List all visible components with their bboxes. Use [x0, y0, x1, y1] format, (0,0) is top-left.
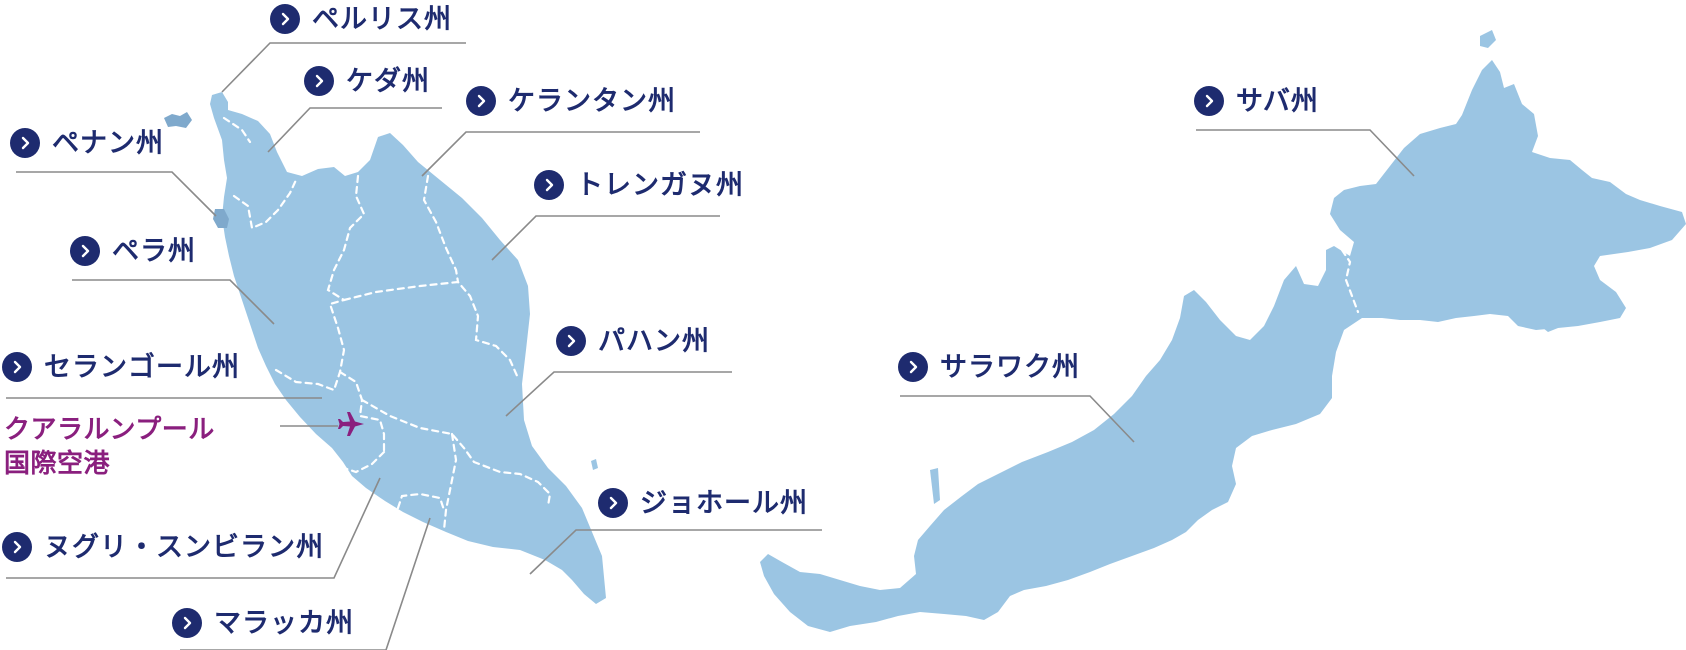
- state-label: セランゴール州: [44, 351, 240, 383]
- chevron-right-circle-icon: [1194, 86, 1224, 116]
- state-link-penang[interactable]: ペナン州: [10, 128, 164, 158]
- borneo-malaysia: [760, 60, 1686, 632]
- leader-line-kelantan: [421, 131, 700, 177]
- islet: [591, 459, 598, 470]
- state-link-sarawak[interactable]: サラワク州: [898, 352, 1080, 382]
- state-link-kelantan[interactable]: ケランタン州: [466, 86, 676, 116]
- state-border: [1340, 248, 1360, 314]
- langkawi-island: [164, 112, 192, 128]
- state-border: [342, 450, 386, 474]
- state-link-perlis[interactable]: ペルリス州: [270, 4, 452, 34]
- leader-line-pahang: [505, 371, 732, 417]
- state-border: [222, 116, 252, 144]
- chevron-right-circle-icon: [270, 4, 300, 34]
- state-label: ペルリス州: [312, 3, 452, 35]
- state-link-kedah[interactable]: ケダ州: [304, 66, 430, 96]
- leader-line-negeri-sembilan: [6, 477, 381, 579]
- bay-islet: [930, 468, 940, 504]
- state-link-sabah[interactable]: サバ州: [1194, 86, 1319, 116]
- state-label: ペナン州: [52, 127, 164, 159]
- leader-line-perlis: [221, 42, 466, 93]
- airport-name-line2: 国際空港: [4, 448, 111, 479]
- state-border: [232, 178, 298, 230]
- state-label: ケダ州: [346, 65, 430, 97]
- state-link-selangor[interactable]: セランゴール州: [2, 352, 240, 382]
- state-label: ジョホール州: [640, 487, 808, 519]
- leader-line-perak: [72, 279, 275, 325]
- state-border: [360, 398, 552, 508]
- state-label: パハン州: [598, 325, 710, 357]
- leader-line-sarawak: [900, 395, 1135, 443]
- state-link-perak[interactable]: ペラ州: [70, 236, 196, 266]
- leader-line-melaka: [180, 517, 431, 650]
- airport-label[interactable]: クアラルンプール 国際空港: [4, 414, 264, 482]
- state-label: ケランタン州: [508, 85, 676, 117]
- chevron-right-circle-icon: [70, 236, 100, 266]
- state-label: トレンガヌ州: [576, 169, 744, 201]
- chevron-right-circle-icon: [10, 128, 40, 158]
- penang-island: [213, 209, 229, 228]
- state-link-melaka[interactable]: マラッカ州: [172, 608, 354, 638]
- state-label: マラッカ州: [214, 607, 354, 639]
- state-border: [326, 174, 366, 302]
- leader-line-kedah: [267, 107, 442, 153]
- chevron-right-circle-icon: [466, 86, 496, 116]
- chevron-right-circle-icon: [598, 488, 628, 518]
- leader-line-penang: [16, 171, 217, 217]
- chevron-right-circle-icon: [2, 532, 32, 562]
- state-border: [338, 370, 386, 454]
- state-label: ヌグリ・スンビラン州: [44, 531, 324, 563]
- state-link-pahang[interactable]: パハン州: [556, 326, 710, 356]
- airport-name-line1: クアラルンプール: [4, 415, 215, 445]
- chevron-right-circle-icon: [2, 352, 32, 382]
- state-border: [342, 280, 520, 380]
- chevron-right-circle-icon: [304, 66, 334, 96]
- chevron-right-circle-icon: [534, 170, 564, 200]
- state-label: サラワク州: [940, 351, 1080, 383]
- chevron-right-circle-icon: [556, 326, 586, 356]
- chevron-right-circle-icon: [898, 352, 928, 382]
- peninsular-malaysia: [210, 92, 606, 604]
- state-border: [442, 432, 458, 532]
- state-border: [422, 174, 460, 284]
- leader-line-sabah: [1196, 129, 1415, 177]
- state-label: ペラ州: [112, 235, 196, 267]
- airplane-icon: [338, 412, 364, 436]
- state-link-johor[interactable]: ジョホール州: [598, 488, 808, 518]
- leader-line-johor: [529, 529, 822, 575]
- state-link-negeri-sembilan[interactable]: ヌグリ・スンビラン州: [2, 532, 324, 562]
- leader-line-terengganu: [491, 215, 720, 261]
- sabah-islet: [1538, 322, 1558, 332]
- state-border: [396, 492, 446, 512]
- chevron-right-circle-icon: [172, 608, 202, 638]
- sabah-islet: [1480, 30, 1496, 48]
- state-label: サバ州: [1236, 85, 1319, 117]
- state-link-terengganu[interactable]: トレンガヌ州: [534, 170, 744, 200]
